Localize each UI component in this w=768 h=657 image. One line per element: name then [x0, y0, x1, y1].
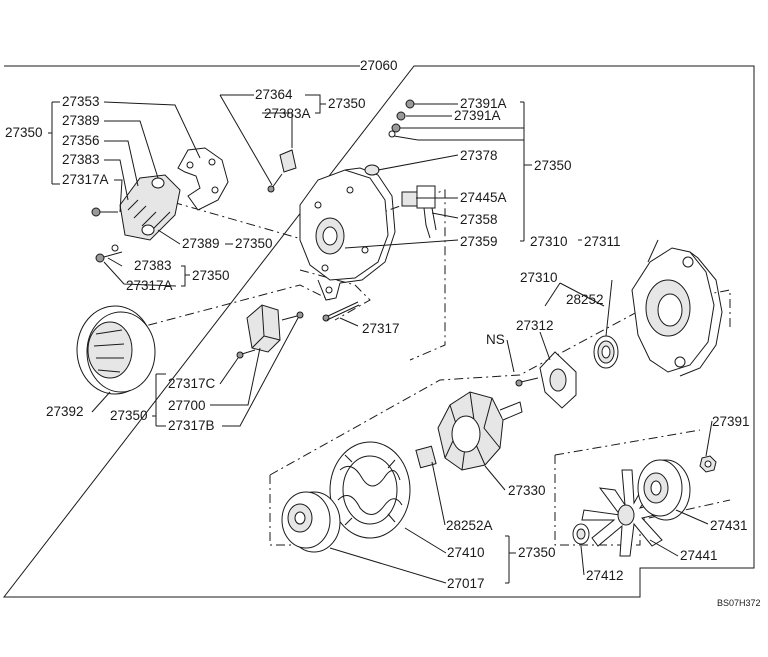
label-NS: NS: [486, 332, 505, 347]
label-27330: 27330: [508, 483, 546, 498]
label-27391A-second: 27391A: [454, 108, 501, 123]
rotor-part: [415, 391, 523, 471]
label-27017: 27017: [447, 576, 485, 591]
spacer-part: [572, 523, 590, 545]
rear-cover-part: [76, 305, 156, 395]
leader-lines: [48, 94, 713, 584]
label-27317A-top: 27317A: [62, 172, 109, 187]
label-27392: 27392: [46, 404, 84, 419]
bearing-part: [593, 335, 619, 369]
rear-housing-part: [267, 149, 396, 301]
pulley-nut-part: [699, 455, 717, 473]
terminal-plug-part: [401, 185, 437, 239]
label-27317B: 27317B: [168, 418, 215, 433]
label-27445A: 27445A: [460, 190, 507, 205]
label-27383-bottom: 27383: [134, 258, 172, 273]
label-27356: 27356: [62, 133, 100, 148]
label-27412: 27412: [586, 568, 624, 583]
label-27358: 27358: [460, 212, 498, 227]
label-27700: 27700: [168, 398, 206, 413]
pulley-part: [281, 491, 341, 553]
label-27378: 27378: [460, 148, 498, 163]
label-27350-d: 27350: [110, 408, 148, 423]
label-27410: 27410: [447, 545, 485, 560]
label-27310-bottom: 27310: [520, 270, 558, 285]
label-27383-top: 27383: [62, 152, 100, 167]
label-27364: 27364: [255, 87, 293, 102]
figure-code: BS07H372: [717, 598, 761, 608]
label-27317: 27317: [362, 321, 400, 336]
stator-part: [329, 441, 411, 539]
regulator-part: [236, 304, 304, 359]
label-assembly-27060: 27060: [360, 58, 398, 73]
label-27312: 27312: [516, 318, 554, 333]
rectifier-plate-part: [177, 147, 229, 211]
label-27431: 27431: [710, 518, 748, 533]
label-27350-left: 27350: [5, 125, 43, 140]
label-27350-right: 27350: [534, 158, 572, 173]
drive-pulley-part: [637, 459, 691, 521]
through-bolt-part: [322, 301, 360, 322]
label-27359: 27359: [460, 234, 498, 249]
label-27350-c: 27350: [192, 268, 230, 283]
label-28252A: 28252A: [446, 518, 493, 533]
drive-end-housing-part: [631, 247, 723, 377]
assembly-frame: [2, 65, 755, 598]
label-27353: 27353: [62, 94, 100, 109]
label-27441: 27441: [680, 548, 718, 563]
label-27317A-bottom: 27317A: [126, 278, 173, 293]
label-28252: 28252: [566, 292, 604, 307]
label-27350-e: 27350: [518, 545, 556, 560]
rectifier-bridge-part: [91, 174, 181, 263]
label-27310-top: 27310: [530, 234, 568, 249]
label-27383A: 27383A: [264, 106, 311, 121]
label-27389-top: 27389: [62, 113, 100, 128]
label-27389-bottom: 27389: [182, 236, 220, 251]
label-27317C: 27317C: [168, 376, 216, 391]
label-27391: 27391: [712, 414, 750, 429]
callout-labels: 27060 27353 27389 27350 27356 27383 2731…: [5, 58, 761, 608]
nuts-washers-part: [364, 99, 415, 176]
label-27311: 27311: [584, 234, 621, 249]
retainer-plate-part: [515, 351, 577, 409]
label-27391A-first: 27391A: [460, 96, 507, 111]
label-27350-top: 27350: [328, 96, 366, 111]
label-27350-b: 27350: [235, 236, 273, 251]
